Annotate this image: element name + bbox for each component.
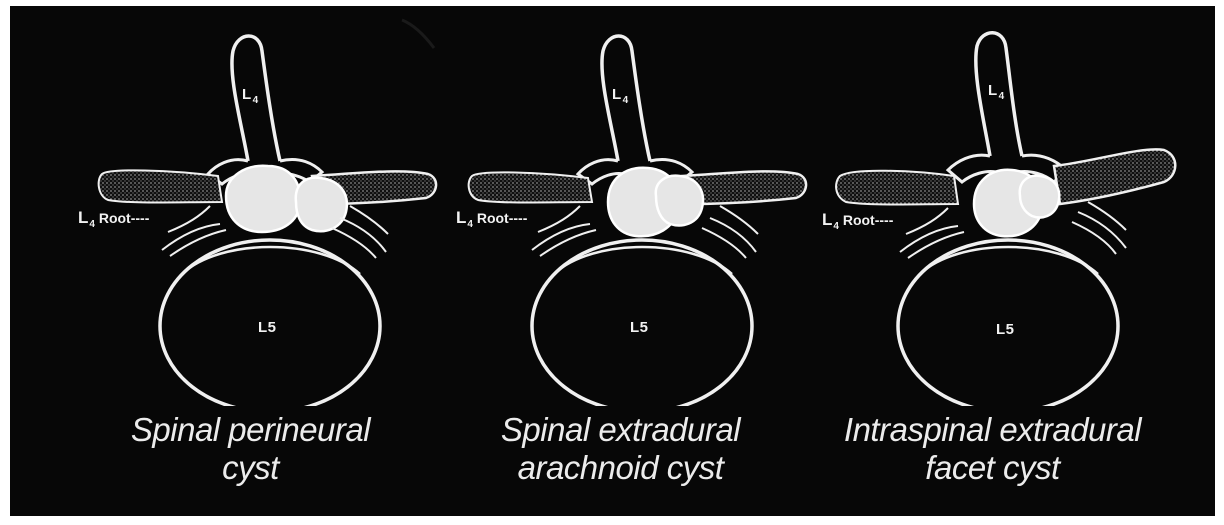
transverse-process-right	[1054, 149, 1175, 204]
caption: Spinal perineural cyst	[50, 411, 451, 487]
cyst	[1020, 176, 1059, 218]
transverse-process-left	[99, 170, 222, 202]
vertebra-diagram-facet	[792, 6, 1193, 406]
root-label: L4 Root----	[78, 208, 149, 230]
diagram-slide: L4 L5 L4 Root---- Spinal perineural cyst	[10, 6, 1215, 516]
transverse-process-left	[836, 171, 958, 205]
caption: Spinal extradural arachnoid cyst	[420, 411, 821, 487]
caption-line-1: Spinal extradural	[420, 411, 821, 449]
vertebra-label-l4: L4	[612, 86, 629, 106]
vertebra-diagram-perineural	[50, 6, 451, 406]
caption-line-2: cyst	[50, 449, 451, 487]
vertebra-label-l5: L5	[630, 319, 649, 336]
vertebra-label-l5: L5	[996, 321, 1015, 338]
panel-arachnoid: L4 L5 L4 Root---- Spinal extradural arac…	[420, 6, 821, 516]
thecal-sac	[226, 166, 300, 232]
caption: Intraspinal extradural facet cyst	[792, 411, 1193, 487]
caption-line-1: Spinal perineural	[50, 411, 451, 449]
caption-line-1: Intraspinal extradural	[792, 411, 1193, 449]
nerve-root-right-2	[332, 228, 376, 258]
vertebra-label-l4: L4	[988, 82, 1005, 102]
nerve-root-left	[162, 224, 220, 250]
caption-line-2: arachnoid cyst	[420, 449, 821, 487]
cyst	[296, 178, 347, 232]
vertebra-label-l4: L4	[242, 86, 259, 106]
panel-facet: L4 L5 L4 Root---- Intraspinal extradural…	[792, 6, 1193, 516]
root-label: L4 Root----	[456, 208, 527, 230]
cyst	[656, 176, 703, 226]
root-label: L4 Root----	[822, 210, 893, 232]
vertebra-diagram-arachnoid	[420, 6, 821, 406]
panel-perineural: L4 L5 L4 Root---- Spinal perineural cyst	[50, 6, 451, 516]
transverse-process-left	[469, 172, 592, 202]
caption-line-2: facet cyst	[792, 449, 1193, 487]
vertebra-label-l5: L5	[258, 319, 277, 336]
